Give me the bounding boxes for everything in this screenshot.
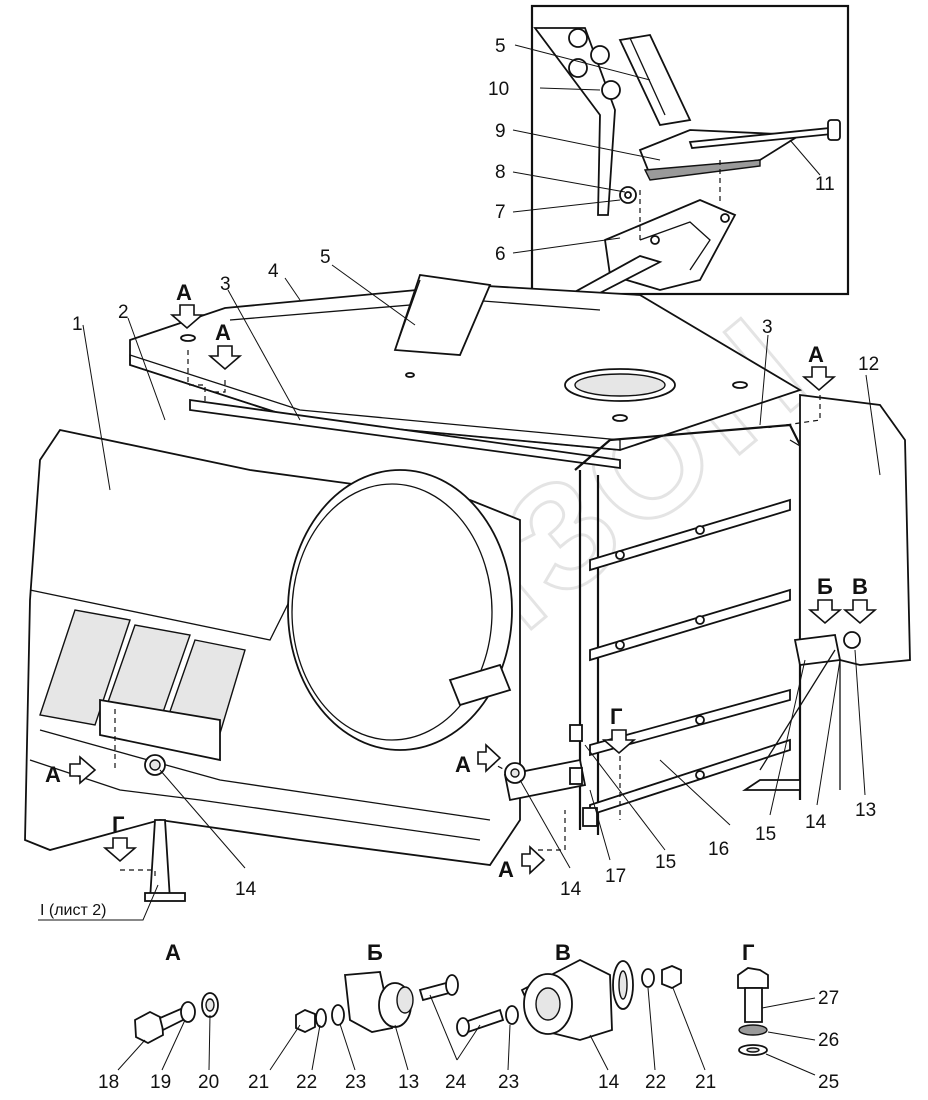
view-arrow-icon <box>842 599 878 625</box>
bolt-icon <box>456 1008 505 1037</box>
callout-13: 13 <box>855 800 876 821</box>
part-22: 22 <box>296 1072 317 1093</box>
side-panel <box>799 393 911 666</box>
part-23: 23 <box>345 1072 366 1093</box>
callout-15-center: 15 <box>655 852 676 873</box>
main-housing <box>24 428 521 902</box>
part-19: 19 <box>150 1072 171 1093</box>
callout-17: 17 <box>605 866 626 887</box>
bolt-icon <box>737 967 769 1023</box>
bolt-icon <box>418 974 459 1002</box>
view-mark-a-4: А <box>45 762 61 787</box>
callout-6: 6 <box>495 244 506 265</box>
view-arrow-icon <box>521 845 546 875</box>
top-lid <box>129 274 803 451</box>
view-mark-g-2: Г <box>112 812 125 837</box>
part-18: 18 <box>98 1072 119 1093</box>
callout-14-center: 14 <box>560 879 582 900</box>
callout-11: 11 <box>815 174 835 195</box>
view-mark-v: В <box>852 574 868 599</box>
part-24: 24 <box>445 1072 467 1093</box>
part-27: 27 <box>818 988 839 1009</box>
callout-2: 2 <box>118 302 129 323</box>
part-23-v: 23 <box>498 1072 519 1093</box>
view-arrow-icon <box>801 366 837 392</box>
view-arrow-icon <box>169 304 205 330</box>
callout-8: 8 <box>495 162 506 183</box>
callout-14-left: 14 <box>235 879 257 900</box>
callout-1: 1 <box>72 314 83 335</box>
right-bracket <box>759 631 861 771</box>
washer-icon <box>641 968 655 988</box>
view-arrow-icon <box>601 729 637 755</box>
callout-14-right: 14 <box>805 812 827 833</box>
part-21-v: 21 <box>695 1072 716 1093</box>
washer-icon <box>315 1008 327 1028</box>
part-13: 13 <box>398 1072 419 1093</box>
callout-10: 10 <box>488 79 509 100</box>
callout-5-inset: 5 <box>495 36 506 57</box>
view-arrow-icon <box>477 743 502 773</box>
view-arrow-icon <box>807 599 843 625</box>
washer-icon <box>180 1001 196 1023</box>
detail-view-v: В 23 14 22 21 <box>498 940 716 1093</box>
washer-icon <box>505 1005 519 1025</box>
view-marks: А А А А А А Б В Г Г I (лист 2) <box>40 280 868 919</box>
callout-5: 5 <box>320 247 331 268</box>
view-mark-a-6: А <box>498 857 514 882</box>
part-21: 21 <box>248 1072 269 1093</box>
lower-mount <box>503 724 598 827</box>
callout-3-right: 3 <box>762 317 773 338</box>
washer-icon <box>738 1024 768 1036</box>
part-25: 25 <box>818 1072 839 1093</box>
view-mark-b: Б <box>817 574 833 599</box>
part-20: 20 <box>198 1072 219 1093</box>
view-mark-a-1: А <box>176 280 192 305</box>
part-14: 14 <box>598 1072 620 1093</box>
detail-view-g: Г 27 26 25 <box>737 940 839 1093</box>
rail-left <box>189 398 621 470</box>
detail-view-b: Б 21 22 23 13 24 <box>248 940 505 1093</box>
part-26: 26 <box>818 1030 839 1051</box>
washer-icon <box>331 1004 345 1026</box>
view-mark-a-3: А <box>808 342 824 367</box>
view-arrow-icon <box>69 755 97 785</box>
detail-a-title: А <box>165 940 181 965</box>
sheet-reference: I (лист 2) <box>40 902 107 919</box>
callout-4: 4 <box>268 261 279 282</box>
detail-g-title: Г <box>742 940 755 965</box>
callout-9: 9 <box>495 121 506 142</box>
leader-lines <box>38 44 881 921</box>
view-mark-a-2: А <box>215 320 231 345</box>
nut-icon <box>661 965 682 989</box>
callout-15-right: 15 <box>755 824 776 845</box>
view-arrows <box>69 304 878 875</box>
view-arrow-icon <box>102 837 138 863</box>
detail-v-title: В <box>555 940 571 965</box>
main-callouts: 1 2 3 4 5 3 12 5 10 9 8 7 6 11 14 14 17 … <box>72 36 879 900</box>
callout-3: 3 <box>220 274 231 295</box>
nut-icon <box>295 1009 316 1033</box>
callout-12: 12 <box>858 354 879 375</box>
view-mark-g-1: Г <box>610 704 623 729</box>
view-arrow-icon <box>207 345 243 371</box>
callout-16: 16 <box>708 839 729 860</box>
callout-7: 7 <box>495 202 506 223</box>
view-mark-a-5: А <box>455 752 471 777</box>
detail-b-title: Б <box>367 940 383 965</box>
detail-view-a: А 18 19 20 <box>98 940 219 1093</box>
inset-detail <box>530 4 850 296</box>
part-22-v: 22 <box>645 1072 666 1093</box>
